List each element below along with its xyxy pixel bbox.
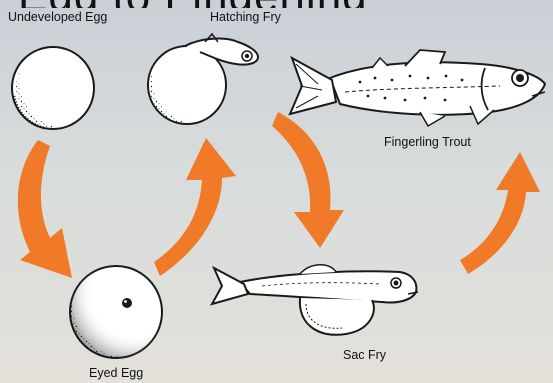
label-sac-fry: Sac Fry bbox=[343, 348, 386, 362]
arrow-sac-to-fingerling bbox=[460, 152, 540, 274]
arrow-hatching-to-sac bbox=[272, 112, 344, 248]
hatching-fry-illustration bbox=[148, 34, 258, 125]
arrow-undeveloped-to-eyed bbox=[18, 140, 72, 278]
label-fingerling-trout: Fingerling Trout bbox=[384, 135, 471, 149]
undeveloped-egg-illustration bbox=[12, 47, 94, 129]
eyed-egg-illustration bbox=[70, 266, 162, 359]
sac-fry-illustration bbox=[212, 265, 418, 335]
arrow-eyed-to-hatching bbox=[154, 138, 236, 276]
label-undeveloped-egg: Undeveloped Egg bbox=[8, 10, 107, 24]
label-hatching-fry: Hatching Fry bbox=[210, 10, 281, 24]
label-eyed-egg: Eyed Egg bbox=[89, 366, 143, 380]
fingerling-trout-illustration bbox=[290, 50, 545, 126]
